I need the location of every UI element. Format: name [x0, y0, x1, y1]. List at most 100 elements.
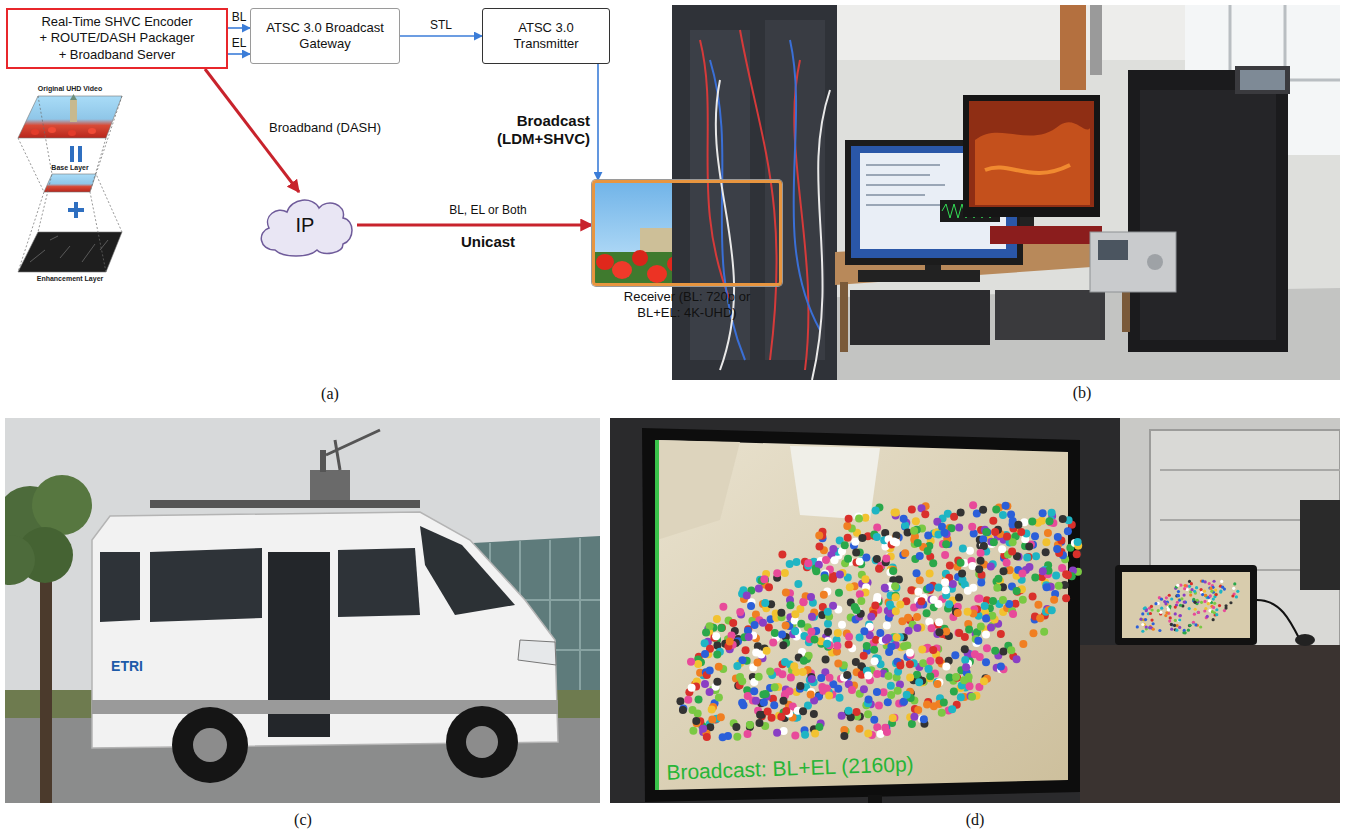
crowd-dots	[1206, 615, 1209, 618]
crowd-dots	[884, 672, 892, 680]
crowd-dots	[873, 555, 881, 563]
crowd-dots	[987, 562, 995, 570]
crowd-dots	[841, 541, 849, 549]
crowd-dots	[1178, 614, 1181, 617]
van-photo	[172, 707, 248, 783]
crowd-dots	[755, 584, 763, 592]
crowd-dots	[689, 727, 697, 735]
crowd-dots	[1157, 609, 1160, 612]
crowd-dots	[1170, 597, 1173, 600]
crowd-dots	[1044, 529, 1052, 537]
crowd-dots	[900, 515, 908, 523]
crowd-dots	[856, 557, 864, 565]
crowd-dots	[906, 674, 914, 682]
crowd-dots	[778, 630, 786, 638]
crowd-dots	[1064, 527, 1072, 535]
edge-label-holder: BL, EL or Both	[449, 203, 527, 217]
crowd-dots	[694, 660, 702, 668]
crowd-dots	[1046, 517, 1054, 525]
crowd-dots	[989, 597, 997, 605]
crowd-dots	[955, 524, 963, 532]
crowd-dots	[742, 646, 750, 654]
crowd-dots	[845, 515, 853, 523]
crowd-dots	[1204, 594, 1207, 597]
van-photo	[32, 475, 92, 535]
crowd-dots	[903, 691, 911, 699]
panel-label: (a)	[321, 384, 339, 403]
receiver-tv: Receiver (BL: 720p or BL+EL: 4K-UHD)	[592, 180, 782, 286]
crowd-dots	[1189, 593, 1192, 596]
crowd-dots	[800, 657, 808, 665]
crowd-dots	[873, 688, 881, 696]
crowd-dots	[893, 633, 901, 641]
tv-demo-photo	[655, 440, 1068, 790]
van-photo	[40, 560, 52, 803]
crowd-dots	[1136, 579, 1240, 634]
label-holder: (d)	[966, 810, 985, 829]
crowd-dots	[829, 545, 837, 553]
crowd-dots	[979, 506, 987, 514]
crowd-dots	[715, 663, 723, 671]
equals-symbol	[70, 146, 74, 162]
edge-label-holder: Broadcast (LDM+SHVC)	[490, 112, 590, 148]
crowd-dots	[882, 636, 890, 644]
crowd-dots	[1233, 582, 1236, 585]
crowd-dots	[913, 569, 921, 577]
crowd-dots	[889, 714, 897, 722]
label-holder: (c)	[294, 810, 312, 829]
crowd-dots	[750, 687, 758, 695]
transmitter-box: ATSC 3.0 Transmitter	[482, 8, 610, 64]
crowd-dots	[808, 675, 816, 683]
crowd-dots	[1048, 509, 1056, 517]
crowd-dots	[942, 628, 950, 636]
layer-illustration	[18, 232, 122, 272]
crowd-dots	[1003, 532, 1011, 540]
node-caption: Receiver (BL: 720p or BL+EL: 4K-UHD)	[612, 289, 762, 322]
crowd-dots	[896, 662, 904, 670]
crowd-dots	[701, 680, 709, 688]
crowd-dots	[860, 627, 868, 635]
crowd-dots	[933, 680, 941, 688]
crowd-dots	[719, 603, 727, 611]
crowd-dots	[981, 602, 989, 610]
crowd-dots	[1219, 590, 1222, 593]
crowd-dots	[1038, 517, 1046, 525]
crowd-dots	[733, 733, 741, 741]
crowd-dots	[1032, 552, 1040, 560]
crowd-dots	[1179, 604, 1182, 607]
van-photo	[310, 470, 350, 500]
crowd-dots	[934, 584, 942, 592]
crowd-dots	[1236, 590, 1239, 593]
crowd-dots	[692, 717, 700, 725]
edge-label: BL	[232, 10, 247, 24]
van-photo	[446, 706, 518, 778]
crowd-dots	[726, 638, 734, 646]
crowd-dots	[844, 534, 852, 542]
crowd-dots	[1195, 586, 1198, 589]
crowd-dots	[836, 694, 844, 702]
lab-photo	[672, 5, 1340, 380]
arrow-connector	[400, 35, 482, 37]
crowd-dots	[1176, 584, 1179, 587]
crowd-dots	[762, 690, 770, 698]
crowd-dots	[901, 549, 909, 557]
arrow-connector	[597, 64, 599, 180]
crowd-dots	[905, 627, 913, 635]
crowd-dots	[1197, 611, 1200, 614]
tv-demo-photo	[655, 440, 740, 540]
crowd-dots	[756, 711, 764, 719]
crowd-dots	[829, 575, 837, 583]
crowd-dots	[1150, 618, 1153, 621]
crowd-dots	[840, 732, 848, 740]
crowd-dots	[1039, 509, 1047, 517]
crowd-dots	[1194, 608, 1197, 611]
node-label: Real-Time SHVC Encoder + ROUTE/DASH Pack…	[38, 14, 196, 63]
crowd-dots	[1054, 533, 1062, 541]
crowd-dots	[901, 522, 909, 530]
crowd-dots	[961, 633, 969, 641]
crowd-dots	[1023, 554, 1031, 562]
crowd-dots	[778, 551, 786, 559]
crowd-dots	[991, 528, 999, 536]
text-label: Unicast	[461, 233, 515, 251]
node-content: Receiver (BL: 720p or BL+EL: 4K-UHD)	[607, 289, 767, 322]
